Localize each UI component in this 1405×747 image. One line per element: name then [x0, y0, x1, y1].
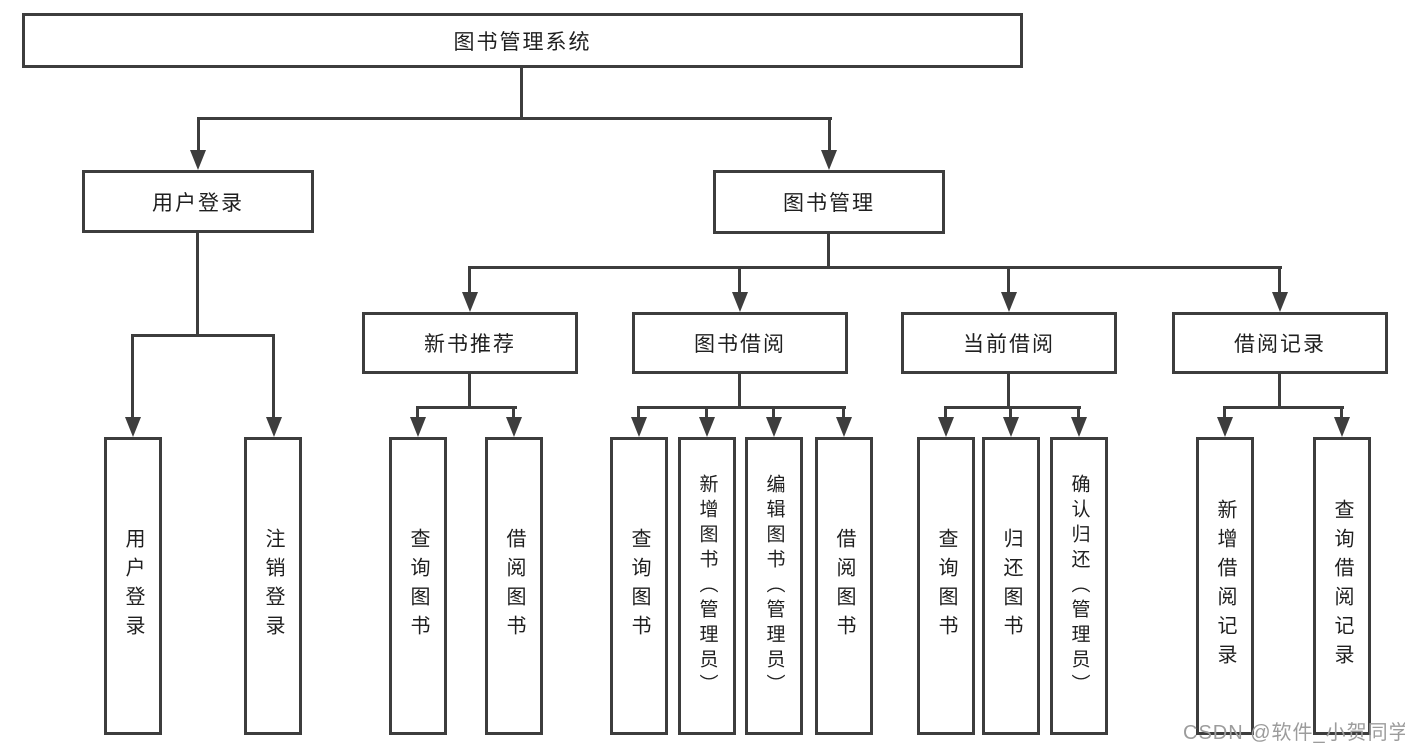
node-book-borrow: 图书借阅 — [632, 312, 848, 374]
connector-line — [637, 406, 640, 419]
arrow-down — [462, 292, 478, 312]
leaf-query-books-recommend: 查询图书 — [389, 437, 447, 735]
leaf-borrow-books-recommend-label: 借阅图书 — [503, 528, 525, 644]
leaf-user-login: 用户登录 — [104, 437, 162, 735]
connector-line — [827, 234, 830, 269]
connector-line — [1278, 373, 1281, 409]
leaf-query-borrow-record: 查询借阅记录 — [1313, 437, 1371, 735]
leaf-query-books-recommend-label: 查询图书 — [407, 528, 429, 644]
connector-line — [197, 117, 832, 120]
leaf-return-book-label: 归还图书 — [1000, 528, 1022, 644]
connector-line — [416, 406, 419, 419]
node-current-borrow-label: 当前借阅 — [963, 333, 1055, 356]
node-book-borrow-label: 图书借阅 — [694, 333, 786, 356]
leaf-edit-book-admin-label: 编辑图书（管理员） — [763, 473, 785, 699]
arrow-down — [766, 417, 782, 437]
leaf-borrow-books-borrow-label: 借阅图书 — [833, 528, 855, 644]
connector-line — [1077, 406, 1080, 419]
leaf-query-books-borrow-label: 查询图书 — [628, 528, 650, 644]
connector-line — [1278, 266, 1281, 294]
leaf-edit-book-admin: 编辑图书（管理员） — [745, 437, 803, 735]
leaf-confirm-return-admin-label: 确认归还（管理员） — [1068, 473, 1090, 699]
connector-line — [196, 233, 199, 337]
leaf-query-books-current-label: 查询图书 — [935, 528, 957, 644]
node-book-management-label: 图书管理 — [783, 192, 875, 215]
connector-line — [512, 406, 515, 419]
arrow-down — [1272, 292, 1288, 312]
connector-line — [197, 117, 200, 152]
arrow-down — [1001, 292, 1017, 312]
node-user-login: 用户登录 — [82, 170, 314, 233]
connector-line — [468, 266, 471, 294]
arrow-down — [732, 292, 748, 312]
arrow-down — [506, 417, 522, 437]
leaf-query-borrow-record-label: 查询借阅记录 — [1331, 499, 1353, 673]
leaf-logout: 注销登录 — [244, 437, 302, 735]
node-root-system: 图书管理系统 — [22, 13, 1023, 68]
arrow-down — [1334, 417, 1350, 437]
leaf-add-book-admin: 新增图书（管理员） — [678, 437, 736, 735]
connector-line — [738, 266, 741, 294]
connector-line — [738, 373, 741, 409]
connector-line — [272, 334, 275, 419]
arrow-down — [190, 150, 206, 170]
node-new-book-recommend-label: 新书推荐 — [424, 333, 516, 356]
arrow-down — [1003, 417, 1019, 437]
leaf-borrow-books-recommend: 借阅图书 — [485, 437, 543, 735]
connector-line — [1007, 373, 1010, 409]
connector-line — [705, 406, 708, 419]
arrow-down — [410, 417, 426, 437]
arrow-down — [266, 417, 282, 437]
arrow-down — [836, 417, 852, 437]
node-current-borrow: 当前借阅 — [901, 312, 1117, 374]
connector-line — [828, 117, 831, 152]
connector-line — [131, 334, 134, 419]
watermark: CSDN @软件_小贺同学 — [1183, 722, 1405, 744]
leaf-confirm-return-admin: 确认归还（管理员） — [1050, 437, 1108, 735]
node-user-login-label: 用户登录 — [152, 191, 244, 215]
arrow-down — [821, 150, 837, 170]
leaf-user-login-label: 用户登录 — [122, 528, 144, 644]
leaf-query-books-current: 查询图书 — [917, 437, 975, 735]
node-root-system-label: 图书管理系统 — [453, 30, 592, 54]
connector-line — [842, 406, 845, 419]
connector-line — [131, 334, 275, 337]
leaf-logout-label: 注销登录 — [262, 528, 284, 644]
arrow-down — [699, 417, 715, 437]
connector-line — [944, 406, 947, 419]
connector-line — [944, 406, 1081, 409]
arrow-down — [125, 417, 141, 437]
connector-line — [468, 266, 1282, 269]
connector-line — [1007, 266, 1010, 294]
node-book-management: 图书管理 — [713, 170, 945, 234]
leaf-add-borrow-record: 新增借阅记录 — [1196, 437, 1254, 735]
connector-line — [637, 406, 846, 409]
leaf-add-borrow-record-label: 新增借阅记录 — [1214, 499, 1236, 673]
leaf-borrow-books-borrow: 借阅图书 — [815, 437, 873, 735]
connector-line — [1223, 406, 1226, 419]
arrow-down — [631, 417, 647, 437]
arrow-down — [938, 417, 954, 437]
connector-line — [1223, 406, 1344, 409]
node-borrow-records: 借阅记录 — [1172, 312, 1388, 374]
node-new-book-recommend: 新书推荐 — [362, 312, 578, 374]
connector-line — [520, 68, 523, 119]
connector-line — [1009, 406, 1012, 419]
connector-line — [468, 373, 471, 409]
connector-line — [772, 406, 775, 419]
connector-line — [1340, 406, 1343, 419]
arrow-down — [1071, 417, 1087, 437]
connector-line — [416, 406, 517, 409]
leaf-return-book: 归还图书 — [982, 437, 1040, 735]
arrow-down — [1217, 417, 1233, 437]
leaf-query-books-borrow: 查询图书 — [610, 437, 668, 735]
node-borrow-records-label: 借阅记录 — [1234, 333, 1326, 356]
leaf-add-book-admin-label: 新增图书（管理员） — [696, 473, 718, 699]
